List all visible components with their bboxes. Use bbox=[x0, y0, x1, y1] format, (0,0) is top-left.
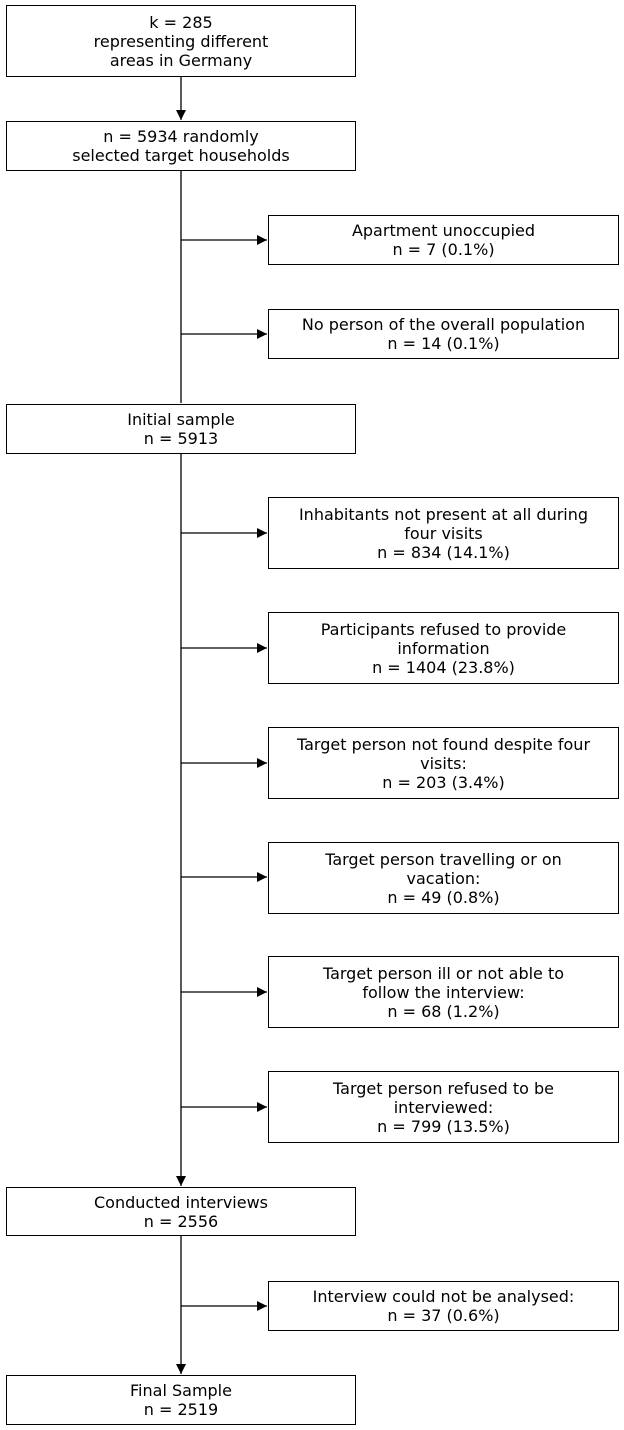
households-box-line: n = 5934 randomly bbox=[103, 127, 259, 146]
conducted-interviews-box: Conducted interviews n = 2556 bbox=[6, 1187, 356, 1236]
exclusion-box-ill: Target person ill or not able to follow … bbox=[268, 956, 619, 1028]
exclusion-box-inhabitants-not-present: Inhabitants not present at all during fo… bbox=[268, 497, 619, 569]
exclusion-box-line: interviewed: bbox=[393, 1097, 494, 1117]
exclusion-box-line: n = 799 (13.5%) bbox=[377, 1116, 510, 1136]
areas-box-line: k = 285 bbox=[149, 12, 213, 32]
exclusion-box-line: follow the interview: bbox=[362, 982, 525, 1002]
exclusion-box-line: n = 834 (14.1%) bbox=[377, 542, 510, 562]
exclusion-box-line: n = 49 (0.8%) bbox=[387, 887, 500, 907]
exclusion-box-not-analysed: Interview could not be analysed: n = 37 … bbox=[268, 1281, 619, 1331]
exclusion-box-refused-information: Participants refused to provide informat… bbox=[268, 612, 619, 684]
conducted-interviews-box-line: n = 2556 bbox=[143, 1211, 219, 1231]
exclusion-box-line: Apartment unoccupied bbox=[351, 221, 536, 240]
initial-sample-box-line: n = 5913 bbox=[143, 429, 219, 448]
exclusion-box-line: Target person not found despite four bbox=[296, 734, 591, 754]
exclusion-box-line: Target person travelling or on bbox=[325, 849, 562, 869]
households-box: n = 5934 randomly selected target househ… bbox=[6, 121, 356, 171]
exclusion-box-line: n = 14 (0.1%) bbox=[387, 334, 500, 353]
exclusion-box-apartment-unoccupied: Apartment unoccupied n = 7 (0.1%) bbox=[268, 215, 619, 265]
exclusion-box-no-person: No person of the overall population n = … bbox=[268, 309, 619, 359]
final-sample-box-line: Final Sample bbox=[130, 1381, 232, 1400]
exclusion-box-travelling: Target person travelling or on vacation:… bbox=[268, 842, 619, 914]
households-box-line: selected target households bbox=[72, 146, 290, 165]
conducted-interviews-box-line: Conducted interviews bbox=[93, 1192, 268, 1212]
exclusion-box-line: n = 1404 (23.8%) bbox=[372, 657, 515, 677]
exclusion-box-not-found: Target person not found despite four vis… bbox=[268, 727, 619, 799]
exclusion-box-line: No person of the overall population bbox=[301, 315, 586, 334]
exclusion-box-line: n = 68 (1.2%) bbox=[387, 1001, 500, 1021]
exclusion-box-line: Inhabitants not present at all during bbox=[298, 504, 589, 524]
exclusion-box-line: information bbox=[397, 638, 490, 658]
areas-box-line: representing different bbox=[93, 31, 269, 51]
areas-box-line: areas in Germany bbox=[109, 50, 253, 70]
exclusion-box-line: n = 203 (3.4%) bbox=[382, 772, 505, 792]
areas-box: k = 285 representing different areas in … bbox=[6, 5, 356, 77]
exclusion-box-line: Participants refused to provide bbox=[320, 619, 567, 639]
exclusion-box-line: n = 7 (0.1%) bbox=[392, 240, 495, 259]
exclusion-box-refused-interview: Target person refused to be interviewed:… bbox=[268, 1071, 619, 1143]
exclusion-box-line: four visits bbox=[404, 523, 483, 543]
final-sample-box: Final Sample n = 2519 bbox=[6, 1375, 356, 1425]
exclusion-box-line: Target person refused to be bbox=[333, 1078, 554, 1098]
exclusion-box-line: n = 37 (0.6%) bbox=[387, 1306, 500, 1325]
exclusion-box-line: Interview could not be analysed: bbox=[312, 1287, 575, 1306]
exclusion-box-line: visits: bbox=[420, 753, 467, 773]
exclusion-box-line: vacation: bbox=[406, 868, 481, 888]
final-sample-box-line: n = 2519 bbox=[143, 1400, 219, 1419]
initial-sample-box-line: Initial sample bbox=[127, 410, 235, 429]
exclusion-box-line: Target person ill or not able to bbox=[322, 963, 565, 983]
initial-sample-box: Initial sample n = 5913 bbox=[6, 404, 356, 454]
